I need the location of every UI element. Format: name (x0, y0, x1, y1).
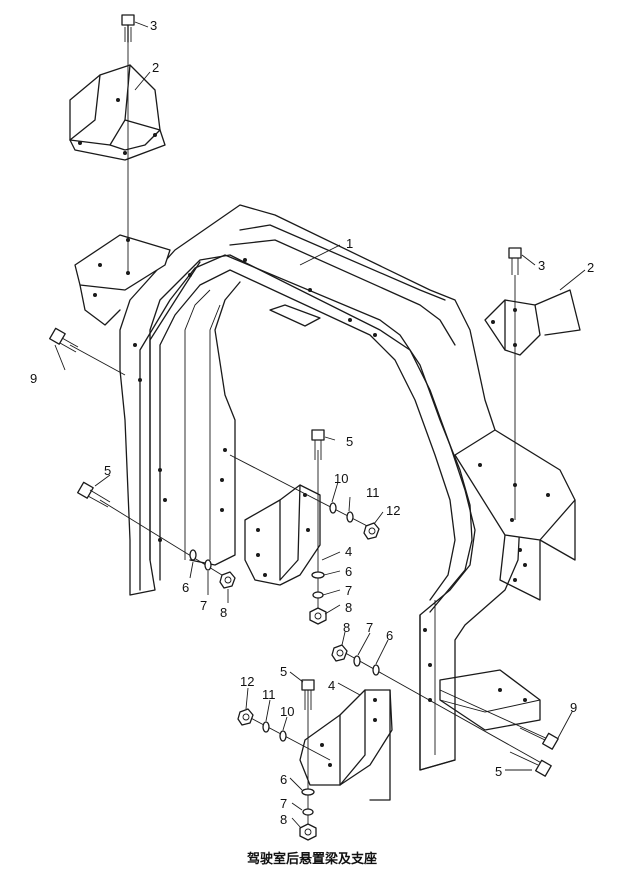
callout-bolt-low-5: 5 (280, 664, 287, 679)
rear-suspension-beam (119, 204, 541, 771)
callout-nut-low-8: 8 (280, 812, 287, 827)
fasteners (49, 14, 559, 841)
callout-bolt-right-5: 5 (495, 764, 502, 779)
bolt-right-9 (519, 727, 559, 750)
bolt-left-5 (77, 481, 111, 508)
callout-bracket-top-right: 2 (587, 260, 594, 275)
bolt-right-5 (509, 751, 552, 777)
callout-bolt-left-5: 5 (104, 463, 111, 478)
bolt-left-9 (49, 327, 79, 353)
callout-nut-low-12: 12 (240, 674, 254, 689)
fastener-axes (69, 40, 551, 835)
callout-washer-mid-10: 10 (334, 471, 348, 486)
top-left-bracket (69, 64, 166, 161)
callout-lockwasher-r-7: 7 (366, 620, 373, 635)
callout-washer-left-6: 6 (182, 580, 189, 595)
left-mount-plate (74, 234, 171, 326)
callout-lockwasher-left-7: 7 (200, 598, 207, 613)
callout-lockwasher-low-7: 7 (280, 796, 287, 811)
callout-nut-r-8: 8 (343, 620, 350, 635)
callout-bolt-top-right: 3 (538, 258, 545, 273)
figure-caption: 驾驶室后悬置梁及支座 (246, 852, 377, 867)
callout-washer-low-6: 6 (280, 772, 287, 787)
bolt-top-left (121, 14, 135, 43)
callout-lockwasher-low-11: 11 (262, 687, 276, 702)
callout-washer-mid-6: 6 (345, 564, 352, 579)
callout-support-low-4: 4 (328, 678, 335, 693)
callout-bolt-right-9: 9 (570, 700, 577, 715)
callout-frame: 1 (346, 236, 353, 251)
callouts: 1 2 3 2 3 9 5 6 7 8 5 10 11 12 4 6 7 8 8… (30, 18, 594, 827)
callout-bracket-top-left: 2 (152, 60, 159, 75)
callout-lockwasher-mid-11: 11 (366, 485, 380, 500)
callout-washer-r-6: 6 (386, 628, 393, 643)
callout-lockwasher-mid-7: 7 (345, 583, 352, 598)
callout-washer-low-10: 10 (280, 704, 294, 719)
bolt-mid-5 (311, 429, 325, 460)
callout-nut-mid-12: 12 (386, 503, 400, 518)
callout-support-mid-4: 4 (345, 544, 352, 559)
leader-lines (54, 21, 586, 829)
middle-support (244, 484, 321, 586)
top-right-bracket (484, 289, 581, 356)
callout-nut-left-8: 8 (220, 605, 227, 620)
bolt-low-5 (301, 679, 315, 710)
callout-bolt-mid-5: 5 (346, 434, 353, 449)
lower-support (299, 689, 393, 801)
callout-bolt-left-9: 9 (30, 371, 37, 386)
bolt-top-right (508, 247, 522, 275)
callout-nut-mid-8: 8 (345, 600, 352, 615)
callout-bolt-top-left: 3 (150, 18, 157, 33)
